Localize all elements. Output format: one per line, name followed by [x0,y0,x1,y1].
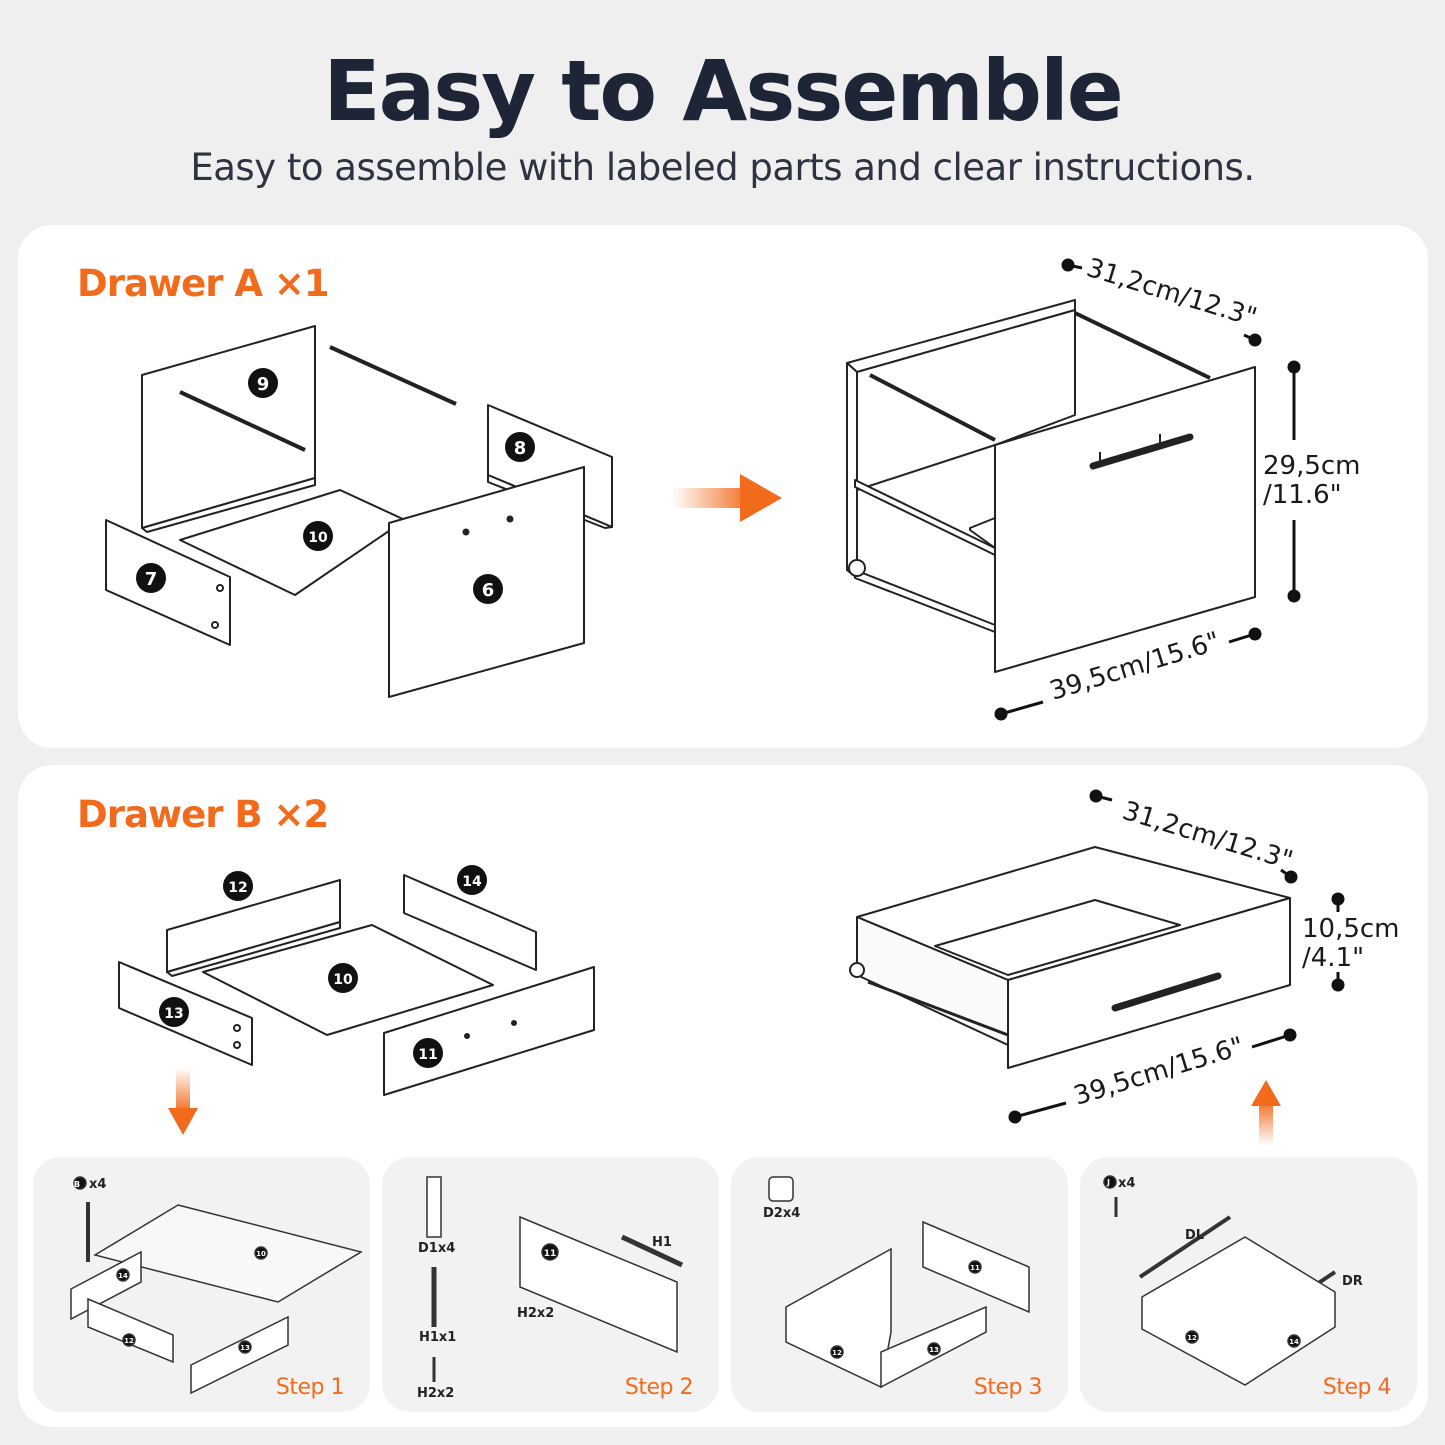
part-number-13: 13 [159,997,189,1027]
arrow-down-icon [168,1068,198,1135]
drawer-b-exploded-parts [118,874,595,1096]
arrow-right-icon [672,474,782,522]
part-number-14: 14 [457,865,487,895]
svg-text:14: 14 [462,874,482,890]
drawer-a-dimensions [994,258,1301,721]
step-2-illustration: D1x4 H1x1 H2x2 H1 H2x2 11 [417,1176,684,1401]
step-1-part-13: 13 [240,1344,250,1352]
arrow-up-icon [1251,1080,1281,1146]
drawer-b-assembled [849,846,1291,1069]
step-1-part-12: 12 [124,1337,134,1345]
step-3-part-13: 13 [929,1346,939,1354]
step-1-card: B x4 14 10 12 13 Step 1 [33,1157,370,1412]
drawer-a-exploded-parts [105,325,613,698]
svg-text:13: 13 [164,1006,183,1022]
step-1-part-14: 14 [118,1272,128,1280]
step-1-illustration: B x4 14 10 12 13 [70,1176,363,1395]
svg-text:11: 11 [418,1047,437,1063]
step-3-part-12: 12 [832,1349,842,1357]
drawer-a-depth-label: 31,2cm/12.3" [1083,253,1260,333]
step-4-label-dl: DL [1185,1228,1204,1243]
svg-text:10: 10 [308,530,328,546]
svg-text:8: 8 [514,438,527,459]
svg-text:10: 10 [333,972,353,988]
step-4-hardware-j: J [1106,1178,1110,1187]
step-2-hardware-h1: H1x1 [419,1330,456,1345]
step-4-hardware-qty: x4 [1118,1176,1135,1191]
assembly-illustration: 9 8 10 7 6 12 14 10 13 11 31,2cm/12.3" 2… [105,253,1400,1146]
part-number-10: 10 [303,521,333,551]
drawer-b-height-in-label: /4.1" [1302,943,1364,973]
step-2-label-h1: H1 [652,1235,672,1250]
step-4-card: J x4 DL DR 12 14 Step 4 [1080,1157,1417,1412]
page-subtitle: Easy to assemble with labeled parts and … [190,146,1255,189]
step-3-label: Step 3 [973,1375,1043,1400]
step-1-hardware-b: B [74,1180,80,1189]
step-4-illustration: J x4 DL DR 12 14 [1103,1175,1363,1386]
drawer-a-assembled [846,299,1256,673]
step-3-hardware-d2: D2x4 [763,1206,800,1221]
step-3-illustration: D2x4 11 12 13 [763,1176,1030,1389]
part-number-11: 11 [413,1038,443,1068]
step-2-part-11: 11 [544,1249,557,1259]
step-4-part-14: 14 [1289,1338,1299,1346]
step-2-label-h2: H2x2 [517,1306,554,1321]
step-1-part-10: 10 [256,1250,266,1258]
drawer-a-label: Drawer A ×1 [77,262,330,305]
step-4-label-dr: DR [1342,1274,1363,1289]
step-3-part-11: 11 [970,1264,980,1272]
svg-text:9: 9 [257,374,270,395]
svg-text:6: 6 [482,580,495,601]
step-4-part-12: 12 [1187,1334,1197,1342]
part-number-6: 6 [473,574,503,604]
drawer-b-dimensions [1008,789,1345,1124]
part-number-10b: 10 [328,963,358,993]
svg-text:12: 12 [228,880,247,896]
step-2-hardware-h2: H2x2 [417,1386,454,1401]
drawer-a-height-in-label: /11.6" [1263,480,1342,510]
drawer-a-height-cm-label: 29,5cm [1263,451,1361,481]
drawer-b-height-cm-label: 10,5cm [1302,914,1400,944]
step-2-hardware-d1: D1x4 [418,1241,455,1256]
step-1-hardware-qty: x4 [89,1177,106,1192]
step-2-card: D1x4 H1x1 H2x2 H1 H2x2 11 Step 2 [382,1157,719,1412]
step-4-label: Step 4 [1322,1375,1392,1400]
part-number-7: 7 [136,563,166,593]
step-3-card: D2x4 11 12 13 Step 3 [731,1157,1068,1412]
drawer-b-width-label: 39,5cm/15.6" [1070,1032,1247,1112]
step-1-label: Step 1 [275,1375,345,1400]
svg-text:7: 7 [145,569,158,590]
page-title: Easy to Assemble [323,42,1124,140]
drawer-b-label: Drawer B ×2 [77,793,329,836]
part-number-8: 8 [505,432,535,462]
part-number-12: 12 [223,871,253,901]
part-number-9: 9 [248,368,278,398]
step-2-label: Step 2 [624,1375,694,1400]
